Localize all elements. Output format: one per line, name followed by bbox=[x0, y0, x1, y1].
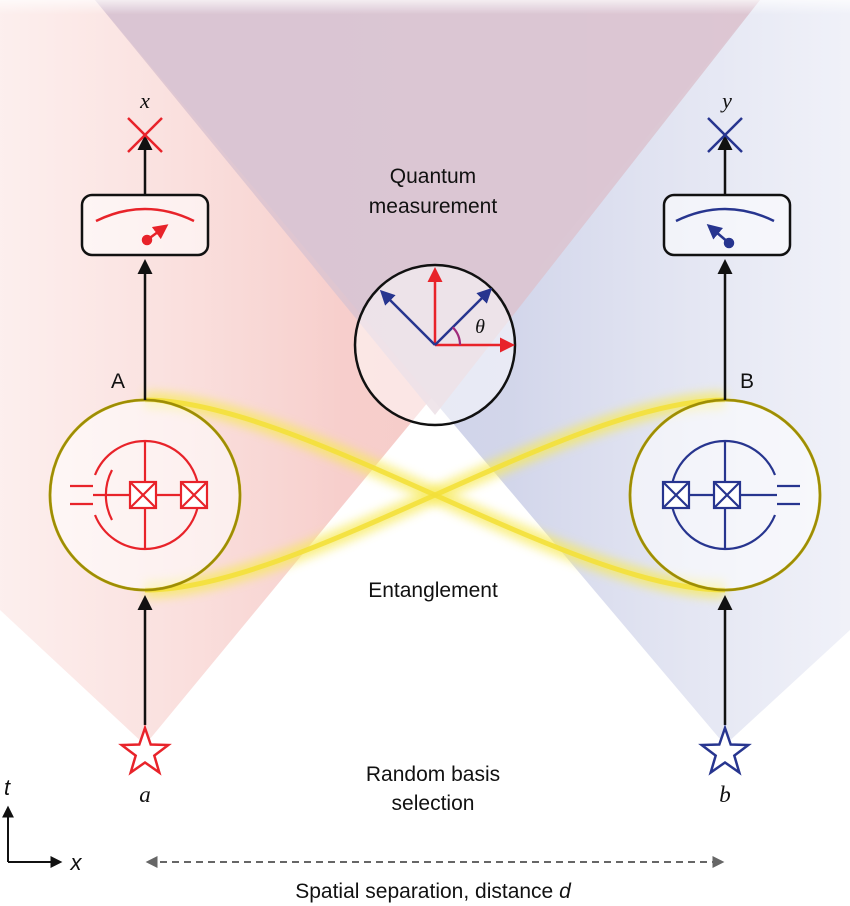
spacetime-axes: t x bbox=[1, 775, 83, 875]
input-label-b: b bbox=[719, 782, 731, 807]
output-label-y: y bbox=[720, 88, 732, 113]
spatial-separation-text: Spatial separation, distance bbox=[295, 880, 559, 903]
random-basis-line2: selection bbox=[392, 792, 475, 815]
entanglement-link bbox=[144, 392, 726, 598]
entanglement-label: Entanglement bbox=[368, 579, 498, 602]
axis-label-t: t bbox=[4, 775, 11, 800]
quantum-measurement-line1: Quantum bbox=[390, 165, 476, 188]
quantum-measurement-line2: measurement bbox=[369, 195, 498, 218]
party-a: A x a bbox=[48, 88, 242, 807]
top-fade bbox=[0, 0, 850, 120]
superconducting-qubit-icon bbox=[661, 439, 800, 551]
node-label-b: B bbox=[740, 370, 754, 393]
random-basis-line1: Random basis bbox=[366, 763, 500, 786]
output-label-x: x bbox=[139, 88, 150, 113]
superconducting-qubit-icon bbox=[70, 439, 209, 551]
star-icon bbox=[698, 724, 752, 776]
x-mark-icon bbox=[707, 117, 743, 153]
meter-box-a bbox=[80, 193, 210, 257]
axis-label-x: x bbox=[70, 850, 83, 875]
angle-arc bbox=[451, 326, 462, 346]
party-b: B y b bbox=[628, 88, 822, 807]
basis-arrow-blue-left bbox=[379, 289, 436, 346]
node-label-a: A bbox=[111, 370, 125, 393]
gauge-meter-icon bbox=[95, 207, 195, 246]
basis-arrow-blue-right bbox=[434, 287, 493, 346]
angle-theta: θ bbox=[475, 316, 485, 338]
measurement-basis: θ bbox=[353, 263, 517, 427]
spatial-separation-var: d bbox=[559, 880, 572, 903]
spatial-separation-label: Spatial separation, distance d bbox=[295, 880, 572, 903]
meter-box-b bbox=[662, 193, 792, 257]
input-label-a: a bbox=[139, 782, 151, 807]
x-mark-icon bbox=[127, 117, 163, 153]
star-icon bbox=[118, 724, 172, 776]
gauge-meter-icon bbox=[675, 207, 775, 249]
